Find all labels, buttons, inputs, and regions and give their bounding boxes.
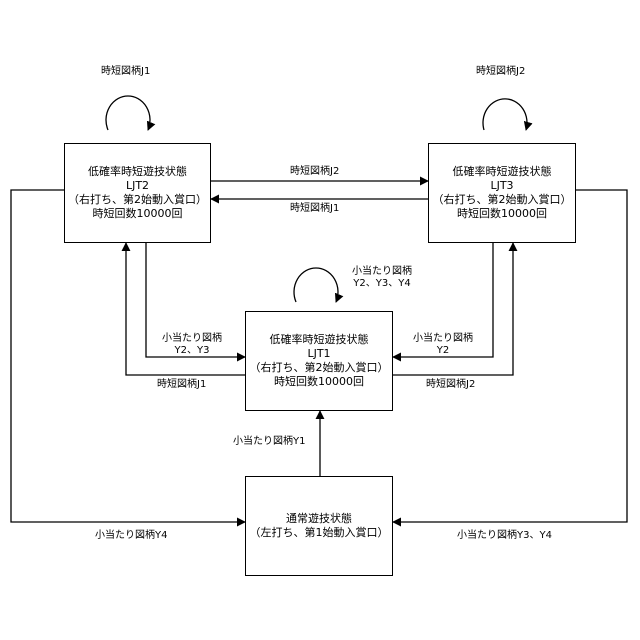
state-code: LJT1 bbox=[307, 347, 330, 361]
state-box-ljt1: 低確率時短遊技状態 LJT1 （右打ち、第2始動入賞口） 時短回数10000回 bbox=[245, 311, 393, 411]
label-ljt1-to-ljt3: 時短図柄J2 bbox=[426, 379, 475, 391]
state-box-normal: 通常遊技状態 （左打ち、第1始動入賞口） bbox=[245, 476, 393, 576]
state-sub: （右打ち、第2始動入賞口） bbox=[250, 361, 389, 375]
label-line: Y2 bbox=[413, 345, 473, 357]
label-ljt3-to-ljt1: 小当たり図柄 Y2 bbox=[413, 333, 473, 357]
label-loop-ljt1: 小当たり図柄 Y2、Y3、Y4 bbox=[352, 266, 412, 290]
label-ljt2-to-ljt3: 時短図柄J2 bbox=[290, 166, 339, 178]
label-ljt3-to-ljt2: 時短図柄J1 bbox=[290, 203, 339, 215]
state-code: LJT3 bbox=[490, 179, 513, 193]
state-code: LJT2 bbox=[126, 179, 149, 193]
state-sub: （右打ち、第2始動入賞口） bbox=[68, 193, 207, 207]
state-sub: （右打ち、第2始動入賞口） bbox=[433, 193, 572, 207]
label-ljt2-to-ljt1: 小当たり図柄 Y2、Y3 bbox=[162, 333, 222, 357]
label-normal-to-ljt1: 小当たり図柄Y1 bbox=[233, 436, 305, 448]
label-line: 小当たり図柄 bbox=[352, 266, 412, 278]
label-ljt2-to-normal: 小当たり図柄Y4 bbox=[95, 530, 167, 542]
state-box-ljt3: 低確率時短遊技状態 LJT3 （右打ち、第2始動入賞口） 時短回数10000回 bbox=[428, 143, 576, 243]
state-title: 低確率時短遊技状態 bbox=[453, 165, 552, 179]
label-loop-ljt3: 時短図柄J2 bbox=[476, 66, 525, 78]
state-sub: （左打ち、第1始動入賞口） bbox=[250, 526, 389, 540]
label-loop-ljt2: 時短図柄J1 bbox=[101, 66, 150, 78]
state-box-ljt2: 低確率時短遊技状態 LJT2 （右打ち、第2始動入賞口） 時短回数10000回 bbox=[64, 143, 211, 243]
state-title: 低確率時短遊技状態 bbox=[88, 165, 187, 179]
label-line: 小当たり図柄 bbox=[413, 333, 473, 345]
state-title: 通常遊技状態 bbox=[286, 512, 352, 526]
label-ljt1-to-ljt2: 時短図柄J1 bbox=[157, 379, 206, 391]
loop-arrow-ljt2 bbox=[106, 96, 150, 130]
label-ljt3-to-normal: 小当たり図柄Y3、Y4 bbox=[457, 530, 552, 542]
state-count: 時短回数10000回 bbox=[274, 375, 364, 389]
state-count: 時短回数10000回 bbox=[457, 207, 547, 221]
state-count: 時短回数10000回 bbox=[93, 207, 183, 221]
label-line: Y2、Y3 bbox=[162, 345, 222, 357]
label-line: Y2、Y3、Y4 bbox=[352, 278, 412, 290]
loop-arrow-ljt1 bbox=[294, 268, 338, 302]
state-title: 低確率時短遊技状態 bbox=[270, 333, 369, 347]
label-line: 小当たり図柄 bbox=[162, 333, 222, 345]
loop-arrow-ljt3 bbox=[483, 99, 527, 130]
